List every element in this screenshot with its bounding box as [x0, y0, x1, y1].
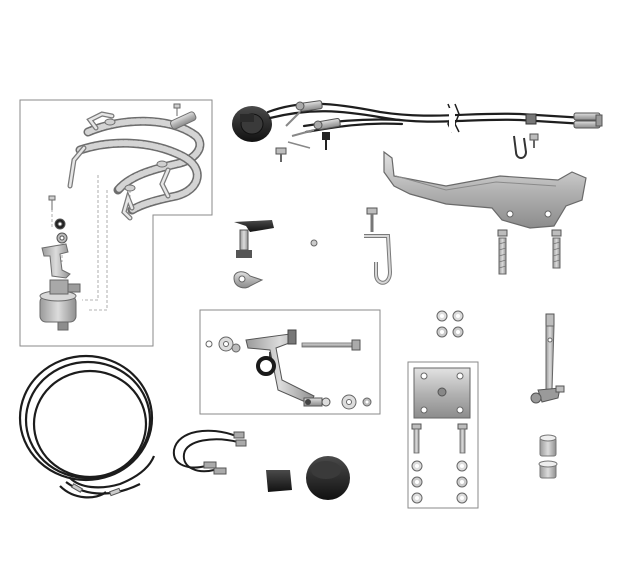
- coiled-wire-harness: [18, 354, 156, 499]
- fuel-line-kit-panel: [19, 99, 213, 347]
- panel-frame: [19, 99, 213, 347]
- wire-pigtail: [172, 429, 239, 473]
- linkage-rod-bolt: [301, 339, 361, 351]
- j-hook-bracket: [364, 207, 393, 285]
- electric-fuel-pump: [39, 279, 81, 331]
- cable-end-fittings: [285, 100, 341, 149]
- small-washer: [310, 239, 318, 247]
- ball-joint: [303, 397, 331, 407]
- adjuster-rod-assembly: [530, 313, 565, 404]
- cable-cam-disc: [232, 106, 272, 142]
- eye-connector: [233, 271, 264, 289]
- washers: [54, 218, 68, 244]
- harness-terminals: [70, 483, 122, 497]
- rubber-plug: [266, 470, 292, 492]
- cable-end-threaded: [525, 112, 603, 129]
- engine-mounting-bracket: [383, 150, 587, 229]
- nut-washer-set: [436, 310, 464, 338]
- control-cable-assembly: [232, 100, 603, 162]
- plate-washers: [411, 460, 468, 504]
- inline-fuel-filter: [170, 111, 197, 130]
- rubber-cap: [306, 456, 350, 500]
- small-screw: [48, 103, 181, 210]
- linkage-arm: [245, 329, 315, 405]
- p-clip: [513, 135, 528, 159]
- linkage-nuts: [341, 394, 372, 410]
- linkage-kit-panel: [199, 309, 381, 415]
- plate-bolts: [411, 423, 468, 454]
- pump-bracket: [41, 243, 71, 279]
- mounting-plate-panel: [407, 361, 479, 509]
- linkage-washers: [205, 336, 241, 353]
- bushings: [538, 434, 558, 479]
- plate-panel-frame: [407, 361, 479, 509]
- braided-fuel-hose: [75, 116, 205, 215]
- linkage-panel-frame: [199, 309, 381, 415]
- bracket-bolts: [497, 229, 562, 275]
- throttle-lever-arm: [234, 220, 274, 258]
- clip-screw: [529, 133, 539, 148]
- cam-bolts: [275, 132, 330, 162]
- pigtail-connectors: [203, 431, 247, 475]
- hose-clamps: [104, 118, 168, 192]
- mounting-plate: [413, 367, 471, 419]
- black-o-ring: [256, 356, 276, 376]
